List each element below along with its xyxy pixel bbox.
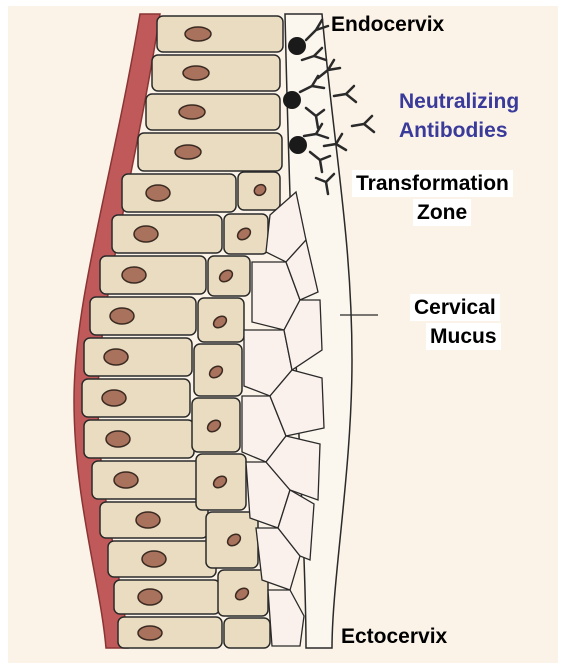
nucleus xyxy=(110,308,134,324)
epithelial-cell xyxy=(152,55,280,91)
nucleus xyxy=(175,145,201,159)
nucleus xyxy=(114,472,138,488)
zone-label: Zone xyxy=(413,199,471,226)
neutralizing-label: Neutralizing xyxy=(399,89,519,114)
epithelial-cell xyxy=(92,461,202,499)
virion xyxy=(288,37,306,55)
nucleus xyxy=(136,512,160,528)
epithelial-cell xyxy=(82,379,190,417)
epithelial-cell xyxy=(138,133,282,171)
epithelial-cell xyxy=(114,580,220,614)
epithelial-cell xyxy=(112,215,222,253)
epithelial-cell xyxy=(90,297,196,335)
epithelial-cell xyxy=(100,256,206,294)
nucleus xyxy=(122,267,146,283)
epithelial-cell xyxy=(157,16,283,52)
epithelial-cell xyxy=(118,617,222,648)
endocervix-label: Endocervix xyxy=(331,12,444,37)
nucleus xyxy=(138,589,162,605)
virion xyxy=(283,91,301,109)
nucleus xyxy=(104,349,128,365)
antibodies-label: Antibodies xyxy=(399,118,508,143)
virion xyxy=(289,136,307,154)
nucleus xyxy=(134,226,158,242)
epithelial-cell xyxy=(84,338,192,376)
nucleus xyxy=(185,27,211,41)
mucus-label: Mucus xyxy=(426,323,501,350)
nucleus xyxy=(146,185,170,201)
ectocervix-label: Ectocervix xyxy=(341,624,447,649)
epithelial-cell xyxy=(224,618,270,648)
epithelial-cell xyxy=(146,94,280,130)
cervical-label: Cervical xyxy=(410,294,500,321)
nucleus xyxy=(142,551,166,567)
epithelial-cell xyxy=(84,420,194,458)
nucleus xyxy=(138,626,162,640)
nucleus xyxy=(102,390,126,406)
epithelial-cell xyxy=(122,174,236,212)
nucleus xyxy=(183,66,209,80)
transformation-label: Transformation xyxy=(352,170,513,197)
nucleus xyxy=(179,105,205,119)
nucleus xyxy=(106,431,130,447)
